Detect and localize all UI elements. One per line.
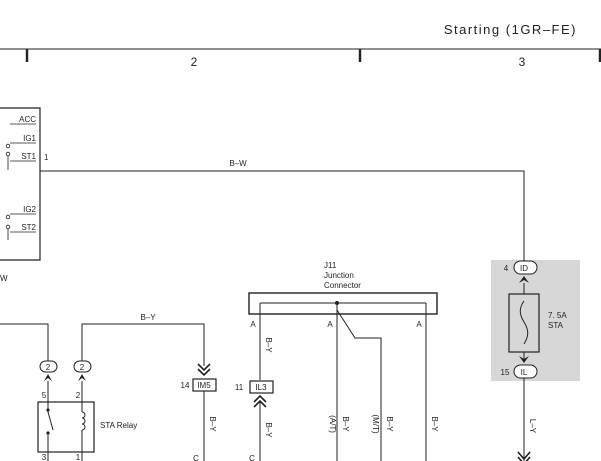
- sta-relay: [37, 381, 95, 461]
- relay-pin-2: 2: [76, 391, 81, 400]
- connector-il-label: IL: [521, 368, 528, 377]
- connector-il: [513, 364, 538, 379]
- fuse-icon: [519, 300, 529, 345]
- fuse-rating: 7. 5A: [548, 311, 567, 320]
- connector-il3: [249, 380, 274, 394]
- junction-pin-a1: A: [250, 320, 256, 329]
- wire-bw-label: B–W: [229, 159, 247, 168]
- junction-line1: Junction: [324, 271, 354, 280]
- wire-bw: [40, 170, 525, 259]
- switch-st1-pin: 1: [44, 153, 49, 162]
- connector-im5-pin: 14: [181, 381, 190, 390]
- column-number-2: 2: [191, 55, 198, 69]
- junction-line2: Connector: [324, 281, 361, 290]
- switch-acc-label: ACC: [19, 115, 36, 124]
- relay-pin-3: 3: [42, 453, 47, 461]
- wire-by-v4-label: B–Y: [341, 416, 350, 432]
- fuse-name: STA: [548, 321, 564, 330]
- connector-im5-arrow-icon: [197, 363, 211, 377]
- wire-by-v2-label: B–Y: [208, 416, 217, 432]
- junction-pin-a3: A: [416, 320, 422, 329]
- wire-c-left: C: [193, 454, 199, 461]
- wire-by-v6-label: B–Y: [430, 416, 439, 432]
- connector-il-pin: 15: [501, 368, 510, 377]
- relay-connector-left-label: 2: [46, 363, 51, 372]
- connector-id-label: ID: [520, 264, 528, 273]
- wire-by-v3-label: B–Y: [264, 422, 273, 438]
- wire-at-label: (A/T): [328, 415, 337, 433]
- wire-by-v1-label: B–Y: [264, 337, 273, 353]
- connector-id: [513, 260, 538, 275]
- wire-relay-left: [0, 323, 49, 361]
- relay-label: STA Relay: [100, 421, 137, 430]
- switch-ig1-label: IG1: [23, 134, 36, 143]
- wire-by-top-label: B–Y: [140, 313, 156, 322]
- switch-st2-label: ST2: [21, 223, 36, 232]
- connector-il3-arrow-icon: [253, 394, 267, 408]
- switch-ig2-label: IG2: [23, 205, 36, 214]
- connector-im5-label: IM5: [197, 381, 211, 390]
- ignition-switch: ACC IG1 ST1 IG2 ST2 1 W: [0, 107, 49, 283]
- switch-st1-label: ST1: [21, 152, 36, 161]
- switch-edge-letter: W: [0, 274, 8, 283]
- wire-by-top: [81, 323, 205, 366]
- connector-il3-label: IL3: [255, 383, 267, 392]
- connector-il3-pin: 11: [235, 383, 244, 392]
- relay-connector-left: [39, 360, 58, 373]
- junction-id: J11: [324, 261, 337, 270]
- relay-pin-1: 1: [76, 453, 81, 461]
- connector-il-arrow-icon: [519, 356, 529, 363]
- wire-mt-label: (M/T): [371, 414, 380, 433]
- wire-j11-mt: [336, 309, 382, 461]
- junction-pin-a2: A: [327, 320, 333, 329]
- wire-ly-arrow-icon: [517, 451, 531, 461]
- page-title: Starting (1GR–FE): [444, 22, 577, 37]
- column-number-3: 3: [519, 55, 526, 69]
- wire-by-v5-label: B–Y: [385, 416, 394, 432]
- wire-ly-label: L–Y: [528, 419, 537, 434]
- connector-id-arrow-icon: [519, 276, 529, 283]
- wire-c-right: C: [249, 454, 255, 461]
- relay-switch-icon: [47, 411, 54, 431]
- relay-coil-icon: [81, 411, 86, 431]
- relay-pin-5: 5: [42, 391, 47, 400]
- relay-connector-right-label: 2: [80, 363, 85, 372]
- relay-connector-right-arrow-icon: [78, 374, 86, 381]
- relay-connector-left-arrow-icon: [44, 374, 52, 381]
- relay-connector-right: [73, 360, 92, 373]
- connector-id-pin: 4: [504, 264, 509, 273]
